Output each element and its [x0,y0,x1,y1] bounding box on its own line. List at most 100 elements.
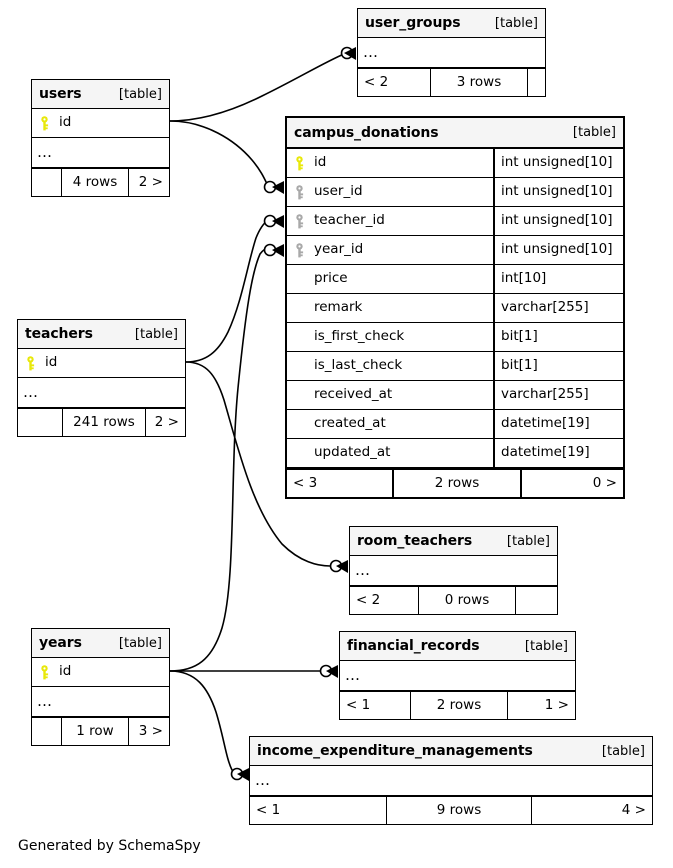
column-row-id[interactable]: id [18,349,185,378]
endpoint-circle-year_id [263,243,277,257]
no-key-spacer [294,359,305,374]
column-type-is_last_check: bit[1] [493,352,623,380]
no-key-spacer [294,301,305,316]
column-label: received_at [314,387,393,403]
table-kind-income_expenditure_managements: [table] [601,743,645,759]
footer-children-user_groups [528,69,545,96]
key-icon-primary [39,115,50,131]
column-type-price: int[10] [493,265,623,293]
arrow-year_id [272,244,284,257]
column-name-is_first_check: is_first_check [287,330,493,345]
endpoint-circle-user_groups [340,46,354,60]
footer-parents-teachers [18,409,62,436]
no-key-spacer [294,417,305,432]
footer-rowcount-income_expenditure_managements: 9 rows [386,797,532,824]
column-row-price[interactable]: price int[10] [287,265,623,294]
column-row-id[interactable]: id [32,658,169,687]
column-label: is_first_check [314,329,405,345]
column-row-id[interactable]: id int unsigned[10] [287,149,623,178]
key-icon-foreign [294,242,305,258]
table-title-campus_donations: campus_donations [294,124,439,141]
column-name-received_at: received_at [287,388,493,403]
footer-children-income_expenditure_managements: 4 > [621,801,646,818]
column-name-id: id [18,355,185,371]
column-type-remark: varchar[255] [493,294,623,322]
table-title-years: years [39,635,82,651]
table-title-user_groups: user_groups [365,15,461,31]
key-icon-foreign [294,213,305,229]
table-title-teachers: teachers [25,326,93,342]
table-campus_donations[interactable]: campus_donations [table] id int unsigned[10… [285,116,625,499]
table-ellipsis-room_teachers: … [350,556,557,586]
table-footer-campus_donations: < 3 2 rows 0 > [287,468,623,497]
column-type-teacher_id: int unsigned[10] [493,207,623,235]
column-label: id [314,155,327,171]
table-ellipsis-income_expenditure_managements: … [250,766,652,796]
footer-rowcount-teachers: 241 rows [62,409,146,436]
table-header-campus_donations: campus_donations [table] [287,118,623,149]
key-icon-primary [294,155,305,171]
table-ellipsis-years: … [32,687,169,717]
column-name-id: id [32,115,169,131]
footer-parents-financial_records: < 1 [346,696,371,713]
column-row-remark[interactable]: remark varchar[255] [287,294,623,323]
footer-children-campus_donations: 0 > [592,474,617,491]
edge-years-campus_donations [169,247,269,672]
footer-rowcount-campus_donations: 2 rows [392,470,522,497]
arrow-room_teachers [336,560,348,573]
edge-teachers-campus_donations [185,219,269,363]
arrow-financial_records [326,665,338,678]
column-label: remark [314,300,363,316]
endpoint-circle-teacher_id [263,214,277,228]
no-key-spacer [294,272,305,287]
table-header-user_groups: user_groups [table] [358,9,545,38]
column-label: is_last_check [314,358,403,374]
footer-parents-income_expenditure_managements: < 1 [256,801,281,818]
column-type-updated_at: datetime[19] [493,439,623,467]
column-label: year_id [314,242,364,258]
table-title-users: users [39,86,82,102]
column-name-created_at: created_at [287,417,493,432]
footer-children-room_teachers [516,587,557,614]
footer-children-users: 2 > [138,173,163,190]
footer-children-teachers: 2 > [154,413,179,430]
table-income_expenditure_managements[interactable]: income_expenditure_managements [table] … < … [249,736,653,825]
table-kind-campus_donations: [table] [572,125,616,140]
table-kind-user_groups: [table] [494,15,538,31]
arrow-user_groups [344,47,356,60]
table-title-income_expenditure_managements: income_expenditure_managements [257,743,533,759]
table-title-financial_records: financial_records [347,638,480,654]
column-row-is_last_check[interactable]: is_last_check bit[1] [287,352,623,381]
column-row-id[interactable]: id [32,109,169,138]
column-label: id [45,355,58,371]
table-title-room_teachers: room_teachers [357,533,473,549]
column-name-is_last_check: is_last_check [287,359,493,374]
arrow-income_expenditure [237,768,249,781]
column-label: price [314,271,348,287]
column-type-id: int unsigned[10] [493,149,623,177]
key-icon-primary [39,664,50,680]
table-header-income_expenditure_managements: income_expenditure_managements [table] [250,737,652,766]
column-name-year_id: year_id [287,242,493,258]
edge-users-user_groups [169,53,345,122]
column-name-price: price [287,272,493,287]
column-name-user_id: user_id [287,184,493,200]
footer-parents-campus_donations: < 3 [293,474,318,491]
table-ellipsis-teachers: … [18,378,185,408]
